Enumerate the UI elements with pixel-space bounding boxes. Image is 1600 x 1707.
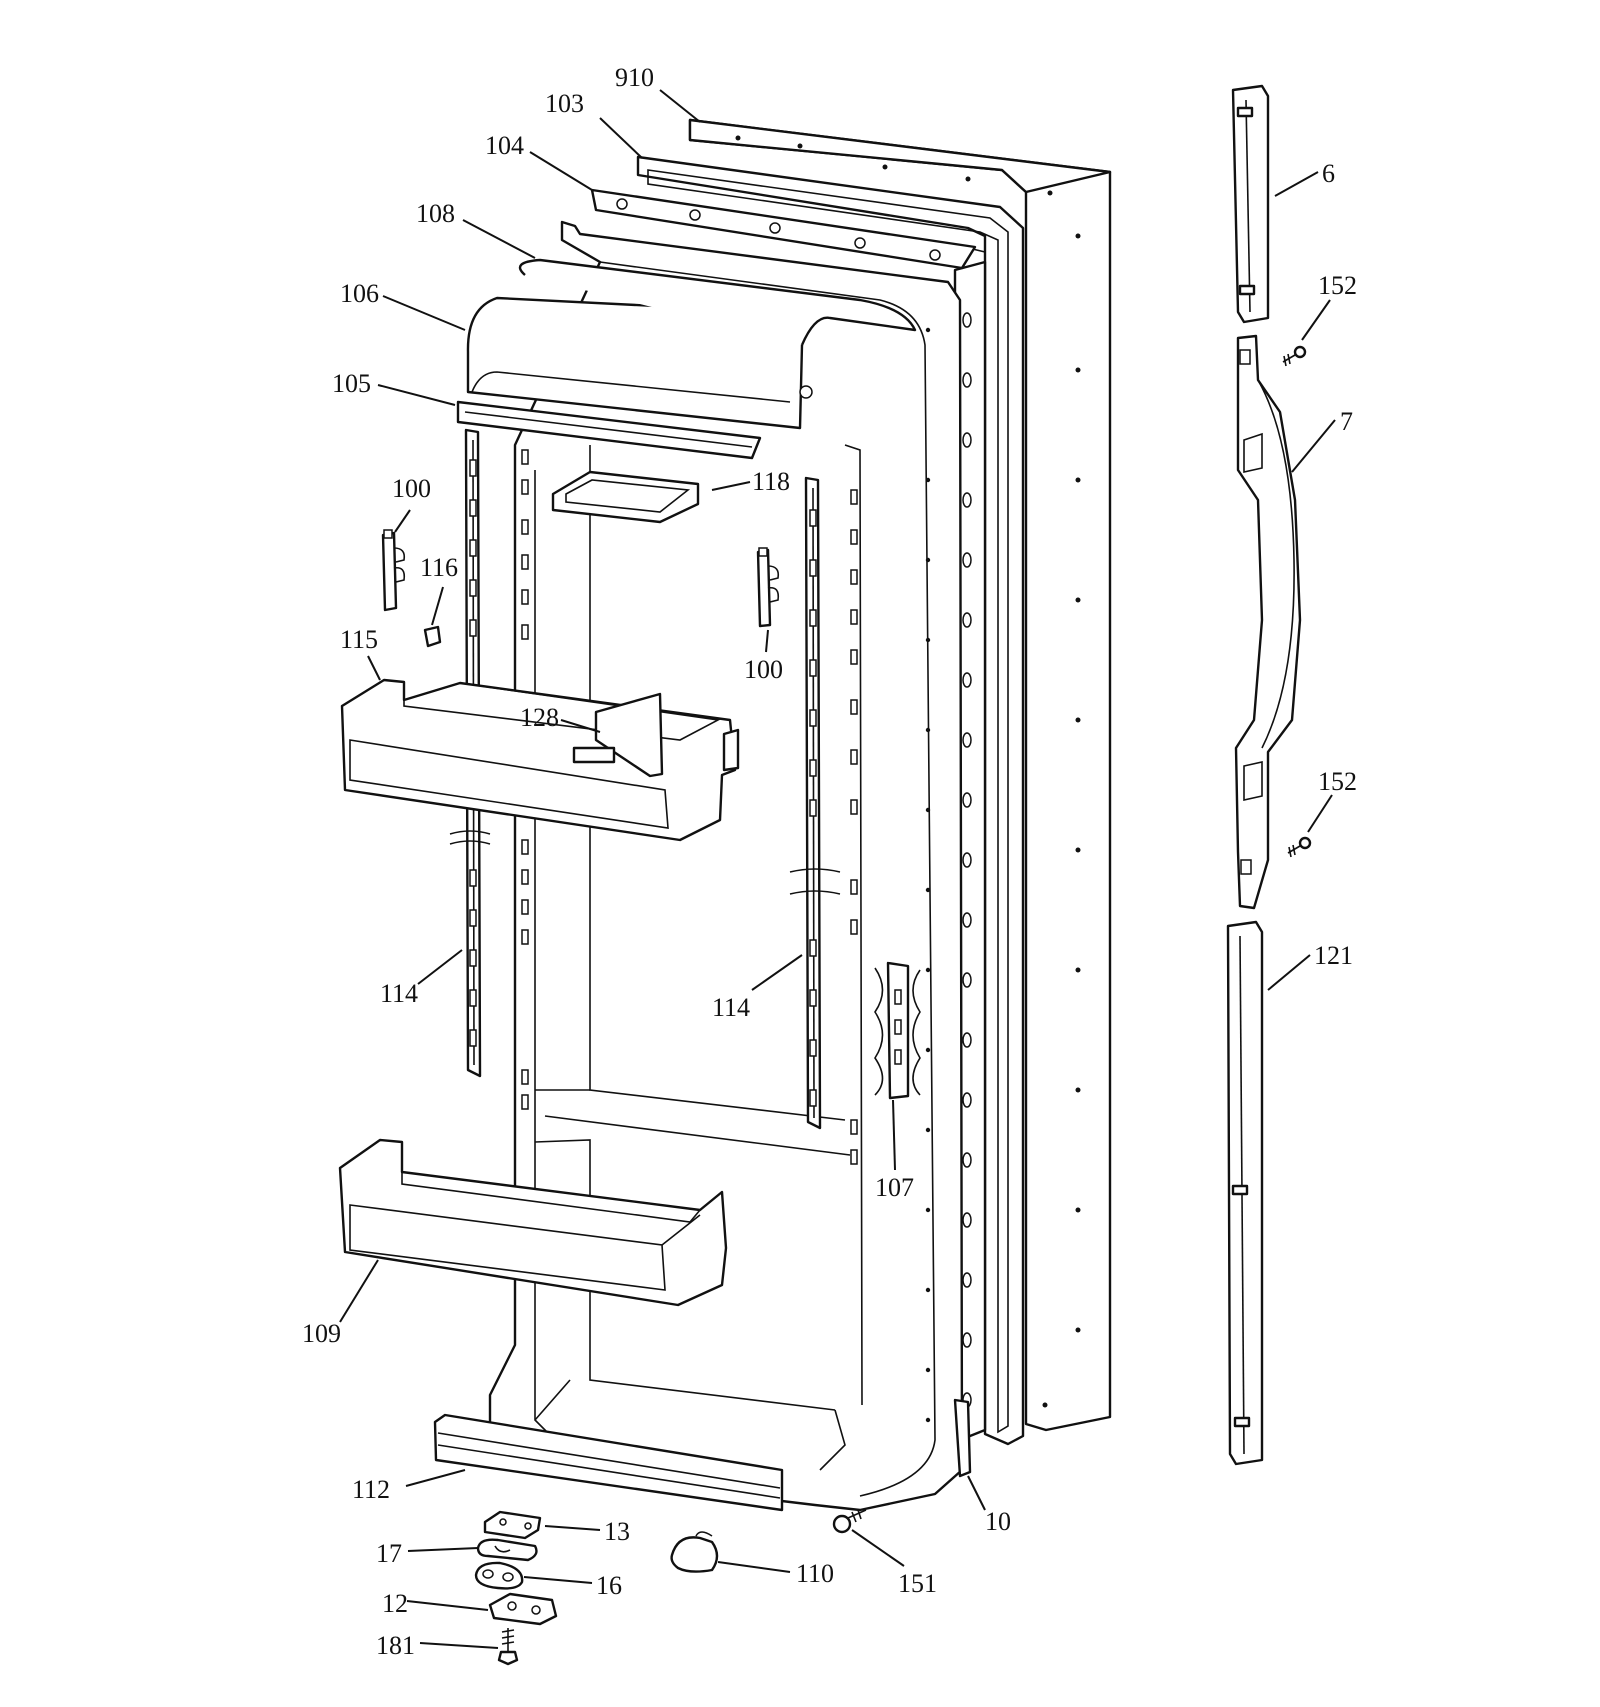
shelf-bracket-left — [381, 529, 406, 612]
callout-107: 107 — [875, 1173, 914, 1202]
screw-151 — [832, 1509, 867, 1534]
callout-labels: 910 103 104 108 106 105 118 100 116 100 … — [302, 63, 1357, 1660]
shelf-rail-right — [804, 476, 822, 1130]
handle-trim-lower — [1226, 920, 1264, 1466]
callout-106: 106 — [340, 279, 379, 308]
hinge-bushing-16 — [474, 1561, 524, 1590]
door-stop-110 — [670, 1531, 719, 1573]
handle-end-cap-upper — [1231, 84, 1270, 324]
gasket-hinge-holes — [962, 312, 972, 1408]
dairy-hinge-strip — [456, 400, 762, 460]
callout-910: 910 — [615, 63, 654, 92]
rail-break-symbols — [449, 830, 841, 895]
callout-100-right: 100 — [744, 655, 783, 684]
upper-door-bin — [340, 678, 740, 842]
lower-door-bin — [338, 1138, 728, 1307]
side-trim-insert — [874, 961, 921, 1100]
callout-leader-lines — [339, 89, 1336, 1649]
callout-109: 109 — [302, 1319, 341, 1348]
callout-16: 16 — [596, 1571, 622, 1600]
callout-17: 17 — [376, 1539, 402, 1568]
hinge-bracket-12 — [488, 1592, 558, 1626]
callout-7: 7 — [1340, 407, 1353, 436]
callout-108: 108 — [416, 199, 455, 228]
outer-door-panel — [688, 118, 1112, 1432]
callout-116: 116 — [420, 553, 458, 582]
shelf-rail-left — [464, 428, 482, 1078]
callout-110: 110 — [796, 1559, 834, 1588]
callout-104: 104 — [485, 131, 524, 160]
bottom-trim-strip — [433, 1413, 784, 1512]
callout-152-upper: 152 — [1318, 271, 1357, 300]
handle-screw-upper — [1282, 345, 1307, 367]
hinge-side-strip — [953, 1398, 972, 1478]
hinge-shim-17 — [476, 1538, 538, 1562]
liner-edge-screw-dots — [925, 327, 931, 1423]
callout-105: 105 — [332, 369, 371, 398]
callout-13: 13 — [604, 1517, 630, 1546]
top-trim-strip — [590, 188, 977, 270]
callout-121: 121 — [1314, 941, 1353, 970]
callout-6: 6 — [1322, 159, 1335, 188]
handle-screw-lower — [1287, 836, 1312, 858]
callout-151: 151 — [898, 1569, 937, 1598]
callout-181: 181 — [376, 1631, 415, 1660]
hinge-plate-13 — [483, 1510, 542, 1540]
callout-114-left: 114 — [380, 979, 418, 1008]
callout-114-right: 114 — [712, 993, 750, 1022]
door-handle — [1234, 334, 1302, 910]
callout-12: 12 — [382, 1589, 408, 1618]
door-panel-screw-holes — [735, 135, 1081, 1408]
callout-103: 103 — [545, 89, 584, 118]
callout-10: 10 — [985, 1507, 1011, 1536]
liner-shelf-slots-right — [850, 489, 858, 1165]
callout-100-left: 100 — [392, 474, 431, 503]
dairy-compartment-door — [466, 258, 917, 430]
clip — [423, 625, 442, 648]
liner-shelf-slots-left — [521, 449, 529, 1110]
dairy-tray — [551, 470, 700, 524]
callout-128: 128 — [520, 703, 559, 732]
callout-152-lower: 152 — [1318, 767, 1357, 796]
inner-door-liner — [488, 220, 972, 1512]
shelf-bracket-right — [756, 547, 780, 628]
callout-115: 115 — [340, 625, 378, 654]
callout-118: 118 — [752, 467, 790, 496]
hinge-screw-181 — [497, 1628, 519, 1666]
callout-112: 112 — [352, 1475, 390, 1504]
